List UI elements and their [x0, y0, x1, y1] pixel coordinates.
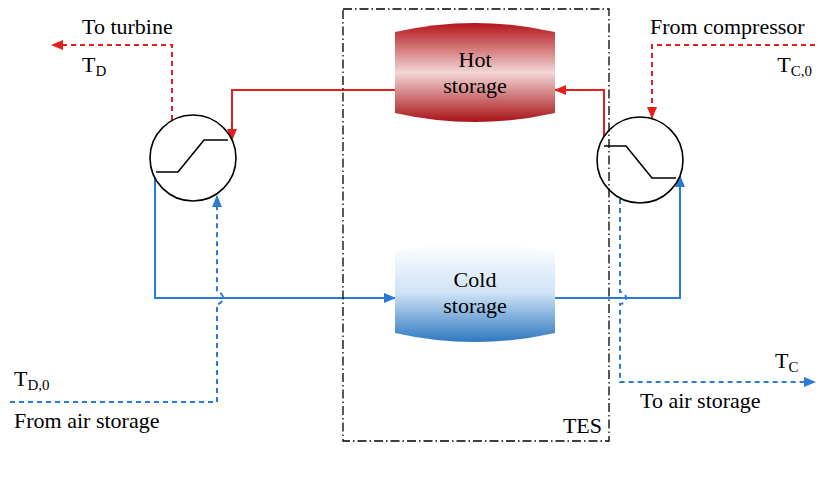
region-label: TES	[563, 414, 602, 438]
heat-exchanger	[150, 115, 236, 201]
flow-label: To turbine	[82, 14, 173, 39]
air-line-to-air-storage	[620, 199, 815, 382]
temperature-label: TC,0	[777, 52, 812, 77]
heat-exchanger-coil	[604, 146, 676, 178]
region-border	[343, 9, 609, 441]
storage-tank-body	[395, 23, 555, 122]
storage-label: Cold storage	[429, 267, 521, 318]
temperature-label: TD,0	[14, 366, 49, 391]
storage-label: Hot storage	[429, 47, 521, 98]
air-line-from-air-storage	[10, 196, 223, 402]
hot-storage-tank: Hot storage	[395, 20, 555, 125]
flow-connector-segment	[555, 90, 604, 136]
tes-region: TES Hot storageCold storage	[342, 8, 610, 442]
temperature-label: TD	[82, 52, 106, 77]
flow-connector-segment	[232, 90, 395, 140]
heat-exchanger-coil	[156, 140, 228, 172]
heat-exchanger	[597, 117, 683, 203]
temperature-label: TC	[775, 348, 798, 373]
flow-label: From compressor	[650, 14, 805, 39]
flow-label: From air storage	[14, 408, 159, 433]
cold-storage-tank: Cold storage	[395, 240, 555, 345]
storage-tank-body	[395, 243, 555, 342]
flow-label: To air storage	[640, 388, 761, 413]
air-line-from-compressor	[652, 45, 815, 118]
air-line-to-turbine	[52, 45, 172, 120]
